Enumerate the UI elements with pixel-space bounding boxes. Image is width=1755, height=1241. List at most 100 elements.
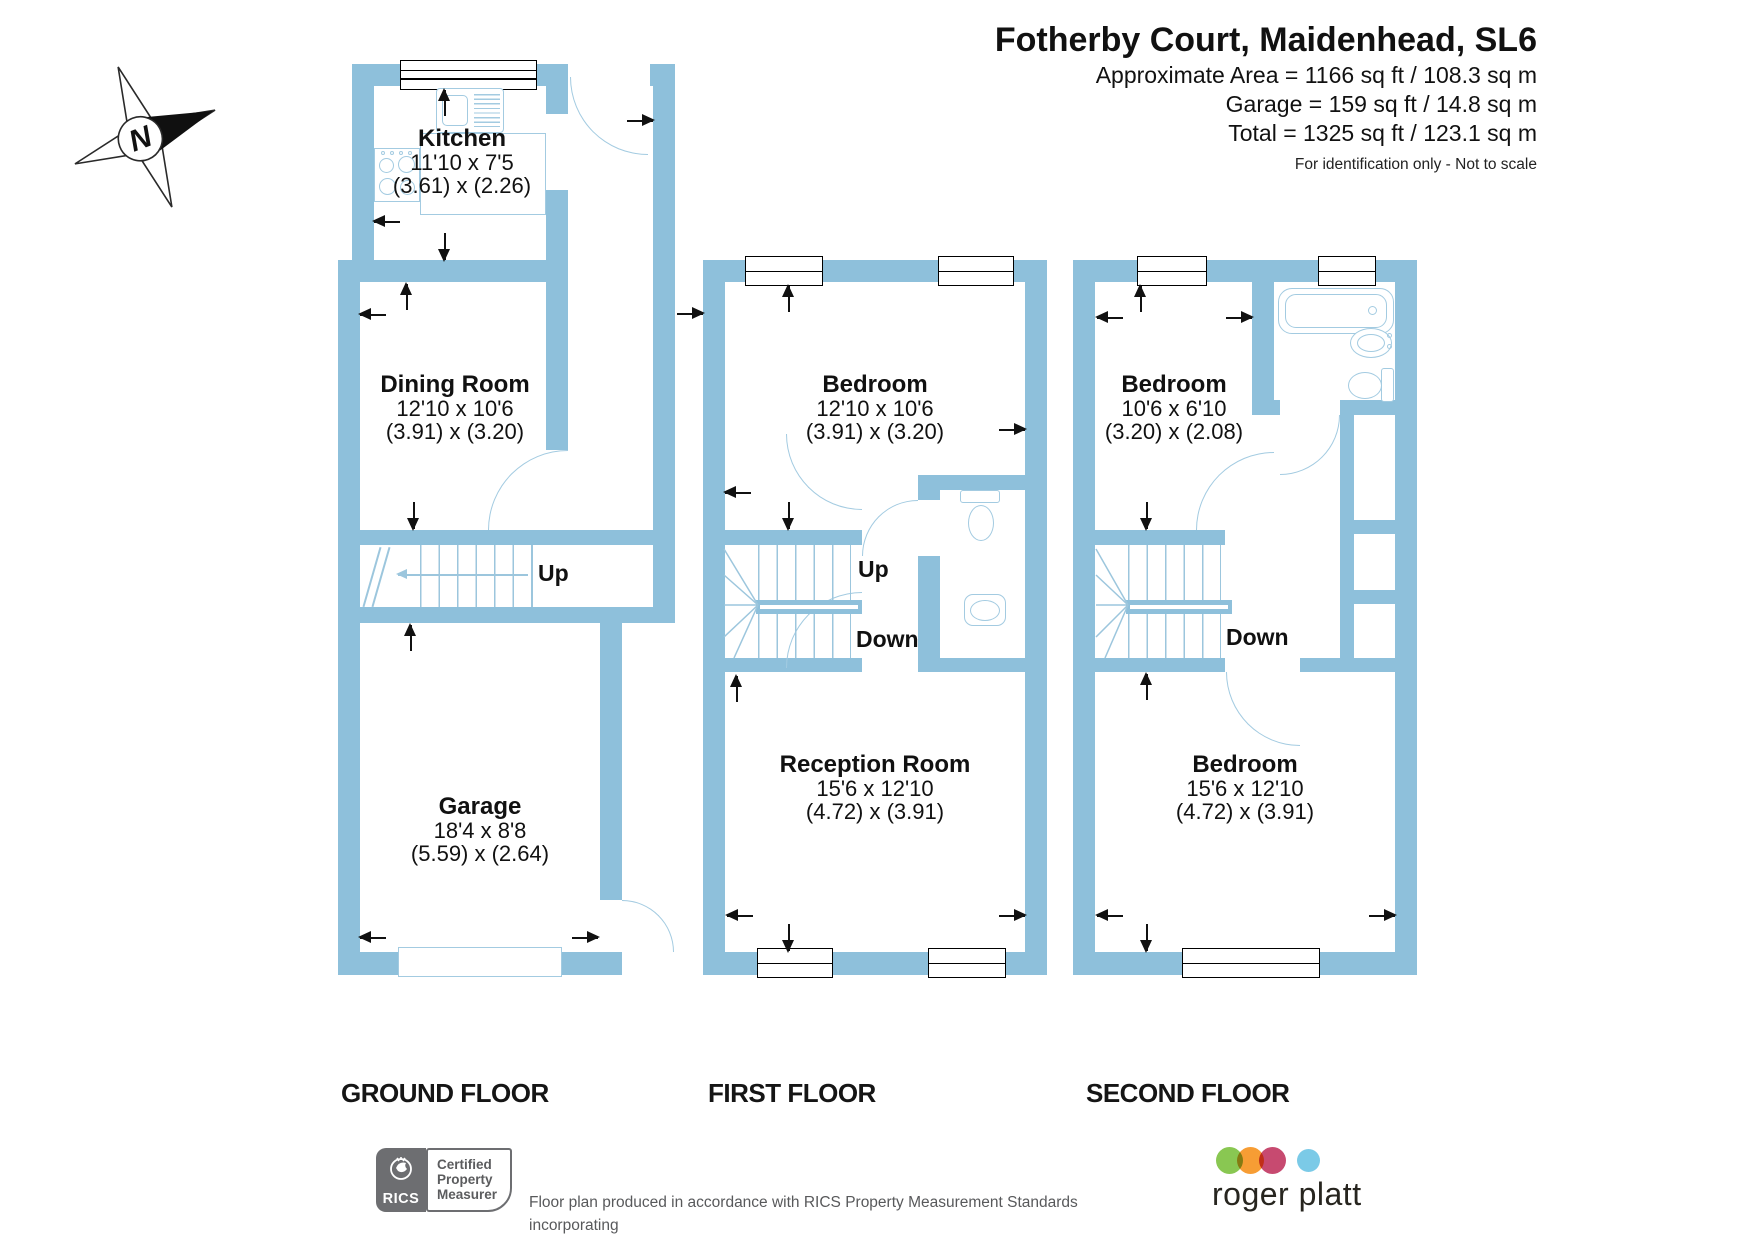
basin-icon [1357,334,1385,352]
stair-break-line [371,546,391,608]
measure-arrow [723,486,751,498]
bedroom-front-label: Bedroom 10'6 x 6'10 (3.20) x (2.08) [1104,371,1244,444]
measure-arrow [627,114,655,126]
wall [1095,530,1225,545]
wall [918,658,1025,672]
bedroom-label: Bedroom 12'10 x 10'6 (3.91) x (3.20) [805,371,945,444]
measure-arrow [677,307,705,319]
area-garage: Garage = 159 sq ft / 14.8 sq m [1225,91,1537,117]
stair-winders [723,548,759,659]
wall [918,475,1025,490]
dining-door-arc [488,450,568,530]
wall [918,556,940,672]
stair-winders [1095,548,1129,659]
measure-arrow [1226,311,1254,323]
wall [1300,658,1417,672]
measure-arrow [1369,909,1397,921]
staircase-treads [1128,545,1221,601]
measure-arrow [1095,311,1123,323]
measure-arrow [404,623,416,651]
wall [338,607,675,623]
wall [1340,400,1417,415]
measure-arrow [407,502,419,531]
wall [1340,520,1417,534]
bedroom-window [938,256,1014,286]
agent-logo-text: roger platt [1212,1176,1362,1212]
measure-arrow [358,308,386,320]
measure-arrow [1140,672,1152,700]
wall [600,623,622,900]
basin-icon [970,600,1000,621]
wall [703,260,725,975]
area-approximate: Approximate Area = 1166 sq ft / 108.3 sq… [1095,62,1537,88]
wall [1340,590,1417,604]
garage-label: Garage 18'4 x 8'8 (5.59) x (2.64) [410,793,550,866]
measure-arrow [400,282,412,310]
bedroom-window [1137,256,1207,286]
wall [1252,400,1280,415]
certified-property-measurer-badge: Certified Property Measurer [426,1148,512,1212]
ground-floor-label: GROUND FLOOR [341,1078,549,1108]
staircase-treads [420,545,533,607]
measure-arrow [999,909,1027,921]
tap-icon [1387,344,1392,349]
stair-direction-arrow [396,569,528,579]
bedroom-window [1182,948,1320,978]
garage-door [398,947,562,977]
reception-room-label: Reception Room 15'6 x 12'10 (4.72) x (3.… [779,751,971,824]
wall [918,475,940,500]
measure-arrow [1140,924,1152,953]
stair-rail [1126,600,1232,614]
measure-arrow [1134,284,1146,312]
wall [546,64,568,114]
wall [1252,282,1274,400]
measure-arrow [438,88,450,116]
reception-window [928,948,1006,978]
bedroom-back-label: Bedroom 15'6 x 12'10 (4.72) x (3.91) [1175,751,1315,824]
bathroom-window [1318,256,1376,286]
wall [653,64,675,607]
measure-arrow [1140,502,1152,531]
second-floor-label: SECOND FLOOR [1086,1078,1290,1108]
toilet-icon [968,505,994,541]
measure-arrow [725,909,753,921]
measure-arrow [782,502,794,531]
toilet-icon [1381,368,1394,402]
bath-drain-icon [1368,306,1377,315]
bathroom-door-arc [1280,415,1340,475]
wc-door-arc [862,500,918,556]
wall [1025,260,1047,975]
kitchen-counter [420,133,546,215]
rics-lion-icon [390,1157,412,1180]
bedroom-door-arc [1196,452,1274,530]
measure-arrow [730,674,742,702]
wall [1395,260,1417,975]
staircase-treads [758,545,851,601]
toilet-icon [1348,372,1382,399]
wall [1340,415,1354,672]
bath-icon [1285,294,1387,328]
front-door-arc [622,900,674,952]
wall [338,530,675,545]
measure-arrow [358,931,386,943]
measure-arrow [372,215,400,227]
measure-arrow [782,284,794,312]
toilet-icon [960,490,1000,503]
compass-icon: N [74,66,216,208]
header: Fotherby Court, Maidenhead, SL6 Approxim… [995,20,1537,174]
dining-room-label: Dining Room 12'10 x 10'6 (3.91) x (3.20) [380,371,530,444]
wall [546,190,568,450]
staircase-treads [758,614,851,658]
first-floor-label: FIRST FLOOR [708,1078,876,1108]
wall [338,260,568,282]
kitchen-window [400,60,537,90]
drainer-icon [474,94,500,127]
rics-wordmark: RICS [382,1191,420,1207]
scale-disclaimer: For identification only - Not to scale [1294,156,1537,173]
stair-rail [756,600,862,614]
tap-icon [1387,333,1392,338]
stairs-up-label: Up [858,556,889,582]
production-note: Floor plan produced in accordance with R… [529,1147,1149,1241]
hob-icon [374,148,420,202]
